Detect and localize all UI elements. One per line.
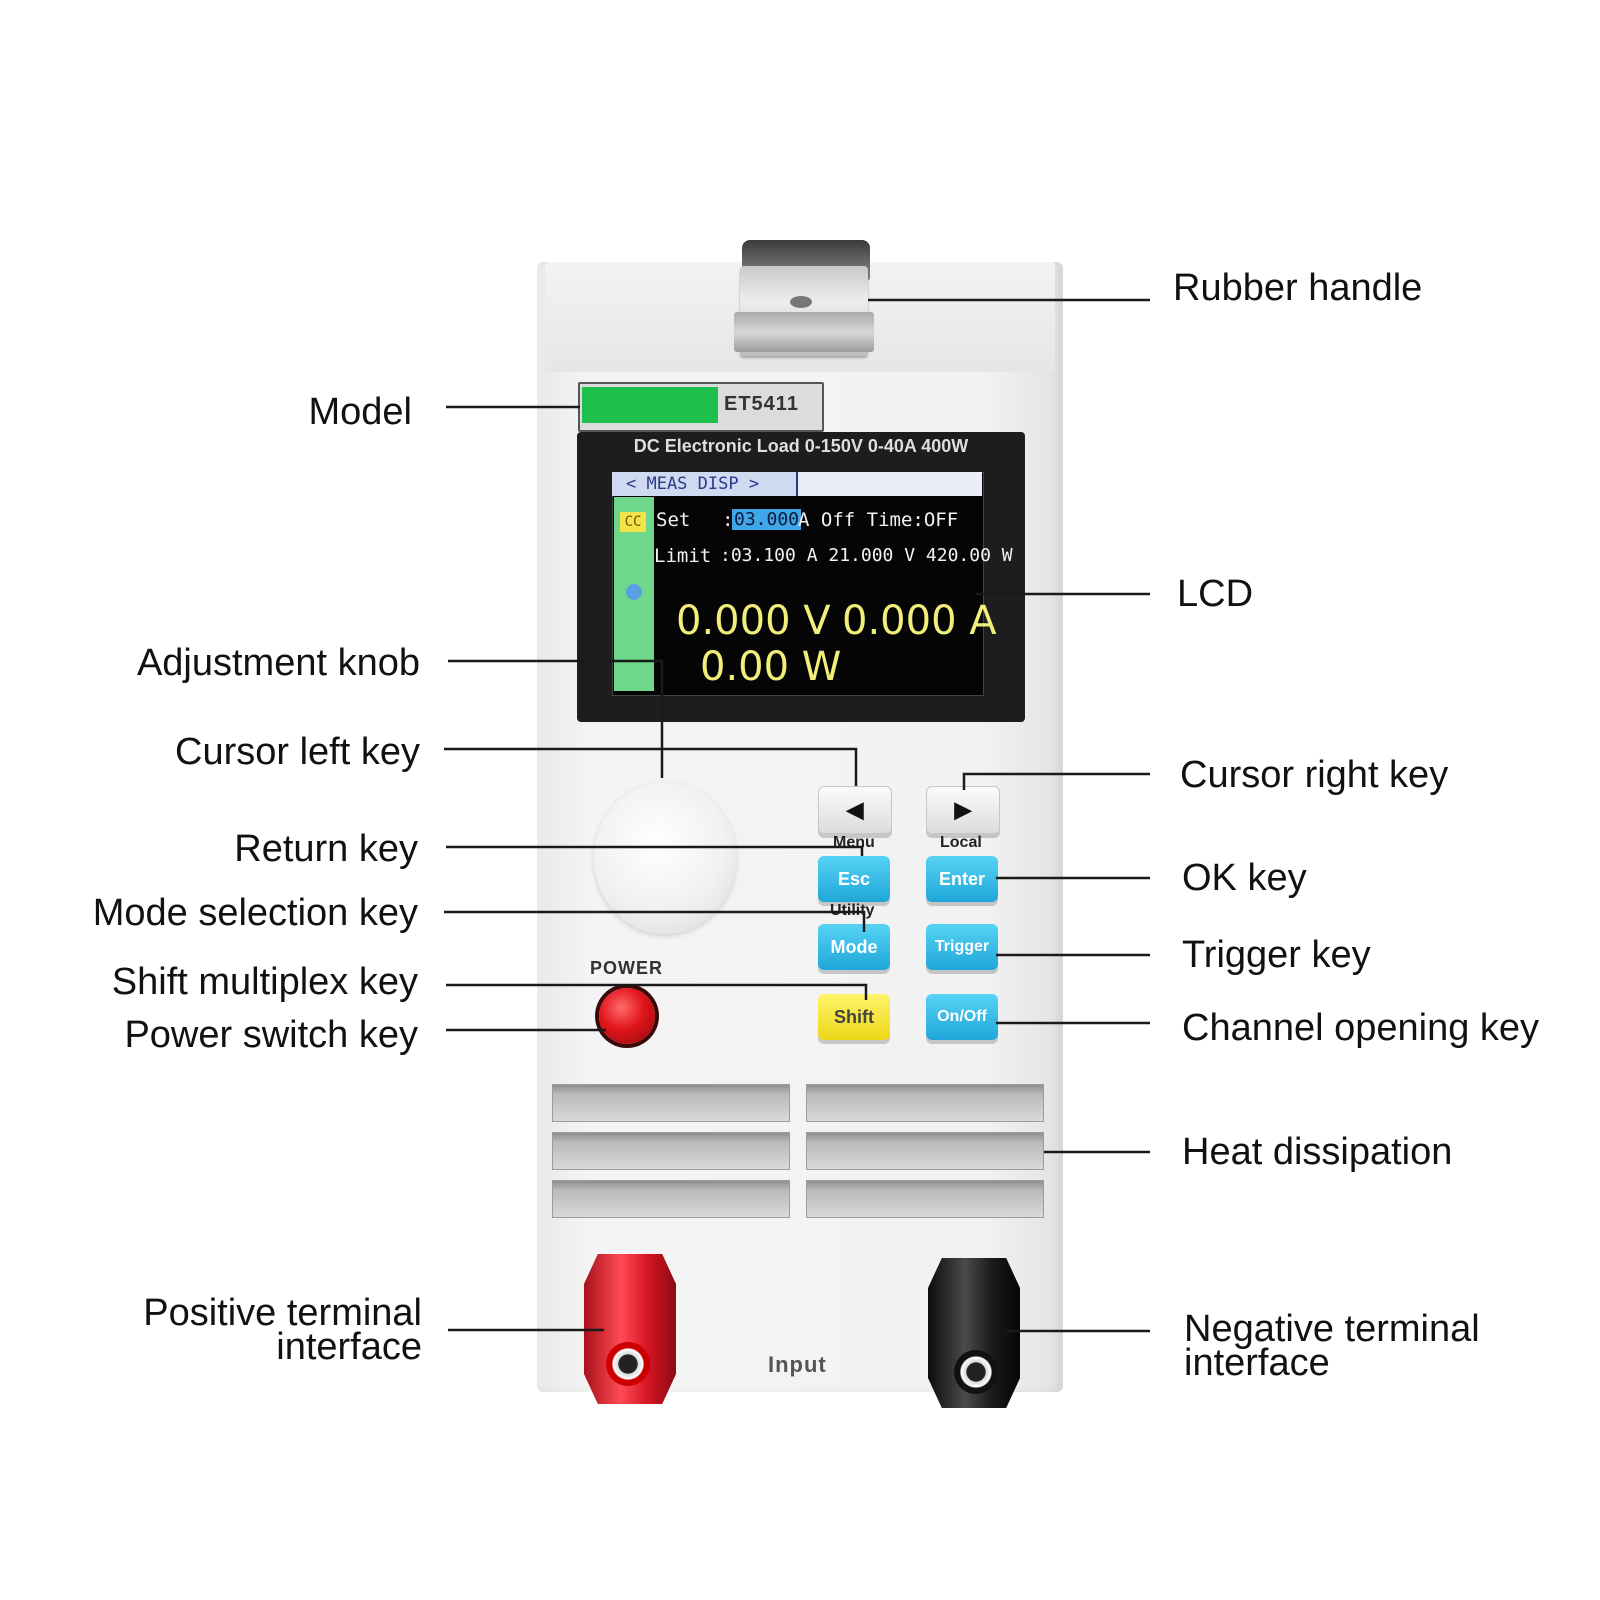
input-label: Input [768, 1352, 827, 1377]
label-heat-dissipation: Heat dissipation [1182, 1131, 1453, 1173]
lcd-status-dot [626, 584, 642, 600]
label-rubber-handle: Rubber handle [1173, 267, 1423, 309]
leader-return-key [446, 845, 864, 856]
label-channel-opening-key: Channel opening key [1182, 1007, 1540, 1049]
label-negative-terminal-line1: Negative terminal [1184, 1308, 1480, 1350]
lcd-set-suffix: A Off Time:OFF [798, 509, 959, 531]
trigger-key[interactable]: Trigger [926, 924, 998, 970]
label-power-switch-key: Power switch key [124, 1014, 418, 1056]
vent-slot [552, 1084, 790, 1122]
device-caption: DC Electronic Load 0-150V 0-40A 400W [633, 436, 969, 456]
lcd-set-label: Set [656, 509, 691, 531]
leader-shift-key [446, 983, 868, 1000]
mode-key[interactable]: Mode [818, 924, 890, 970]
cursor-left-key[interactable]: ◀ [818, 786, 892, 834]
lcd-limit-value: :03.100 A 21.000 V 420.00 W [720, 545, 1013, 566]
label-adjustment-knob: Adjustment knob [136, 642, 420, 684]
negative-terminal-socket [954, 1350, 998, 1394]
label-negative-terminal: Negative terminal interface [1184, 1308, 1480, 1384]
shift-key[interactable]: Shift [818, 994, 890, 1040]
label-trigger-key: Trigger key [1182, 934, 1371, 976]
label-positive-terminal-line1: Positive terminal [143, 1292, 422, 1334]
leader-mode-selection [444, 910, 866, 932]
esc-key[interactable]: Esc [818, 856, 890, 902]
label-return-key: Return key [234, 828, 418, 870]
vent-slot [552, 1132, 790, 1170]
lcd-mode-badge: CC [620, 512, 646, 532]
lcd-voltage-reading: 0.000 V [676, 598, 831, 644]
vent-slot [552, 1180, 790, 1218]
adjustment-knob[interactable] [594, 782, 736, 934]
power-switch[interactable] [599, 988, 655, 1044]
local-label: Local [940, 834, 982, 851]
lcd-power-reading: 0.00 W [700, 644, 842, 690]
label-cursor-right-key: Cursor right key [1180, 754, 1449, 796]
cursor-right-key[interactable]: ▶ [926, 786, 1000, 834]
label-mode-selection-key: Mode selection key [92, 892, 418, 934]
label-positive-terminal: Positive terminal interface [60, 1292, 422, 1368]
lcd-limit-label: Limit [654, 545, 712, 567]
lcd-menu-tab [612, 472, 798, 496]
handle-bar [734, 312, 874, 352]
vent-slot [806, 1084, 1044, 1122]
lcd-menu-text: < MEAS DISP > [626, 474, 760, 494]
leader-cursor-left [444, 747, 858, 786]
model-color-strip [582, 387, 718, 423]
vent-slot [806, 1132, 1044, 1170]
lcd-set-colon: : [722, 509, 734, 531]
lcd-set-value: 03.000 [732, 509, 802, 530]
label-negative-terminal-line2: interface [1184, 1342, 1330, 1384]
lcd-current-reading: 0.000 A [842, 598, 997, 644]
label-model: Model [308, 391, 413, 433]
vent-slot [806, 1180, 1044, 1218]
model-number: ET5411 [724, 393, 799, 415]
positive-terminal-socket [606, 1342, 650, 1386]
label-cursor-left-key: Cursor left key [175, 731, 420, 773]
leader-cursor-right [962, 772, 1150, 790]
label-lcd: LCD [1177, 573, 1254, 615]
enter-key[interactable]: Enter [926, 856, 998, 902]
label-shift-multiplex-key: Shift multiplex key [111, 961, 418, 1003]
on-off-key[interactable]: On/Off [926, 994, 998, 1040]
power-label: POWER [590, 958, 664, 978]
handle-screw [790, 296, 812, 308]
label-positive-terminal-line2: interface [276, 1326, 422, 1368]
label-ok-key: OK key [1182, 857, 1307, 899]
leader-adjustment-knob [448, 659, 664, 778]
